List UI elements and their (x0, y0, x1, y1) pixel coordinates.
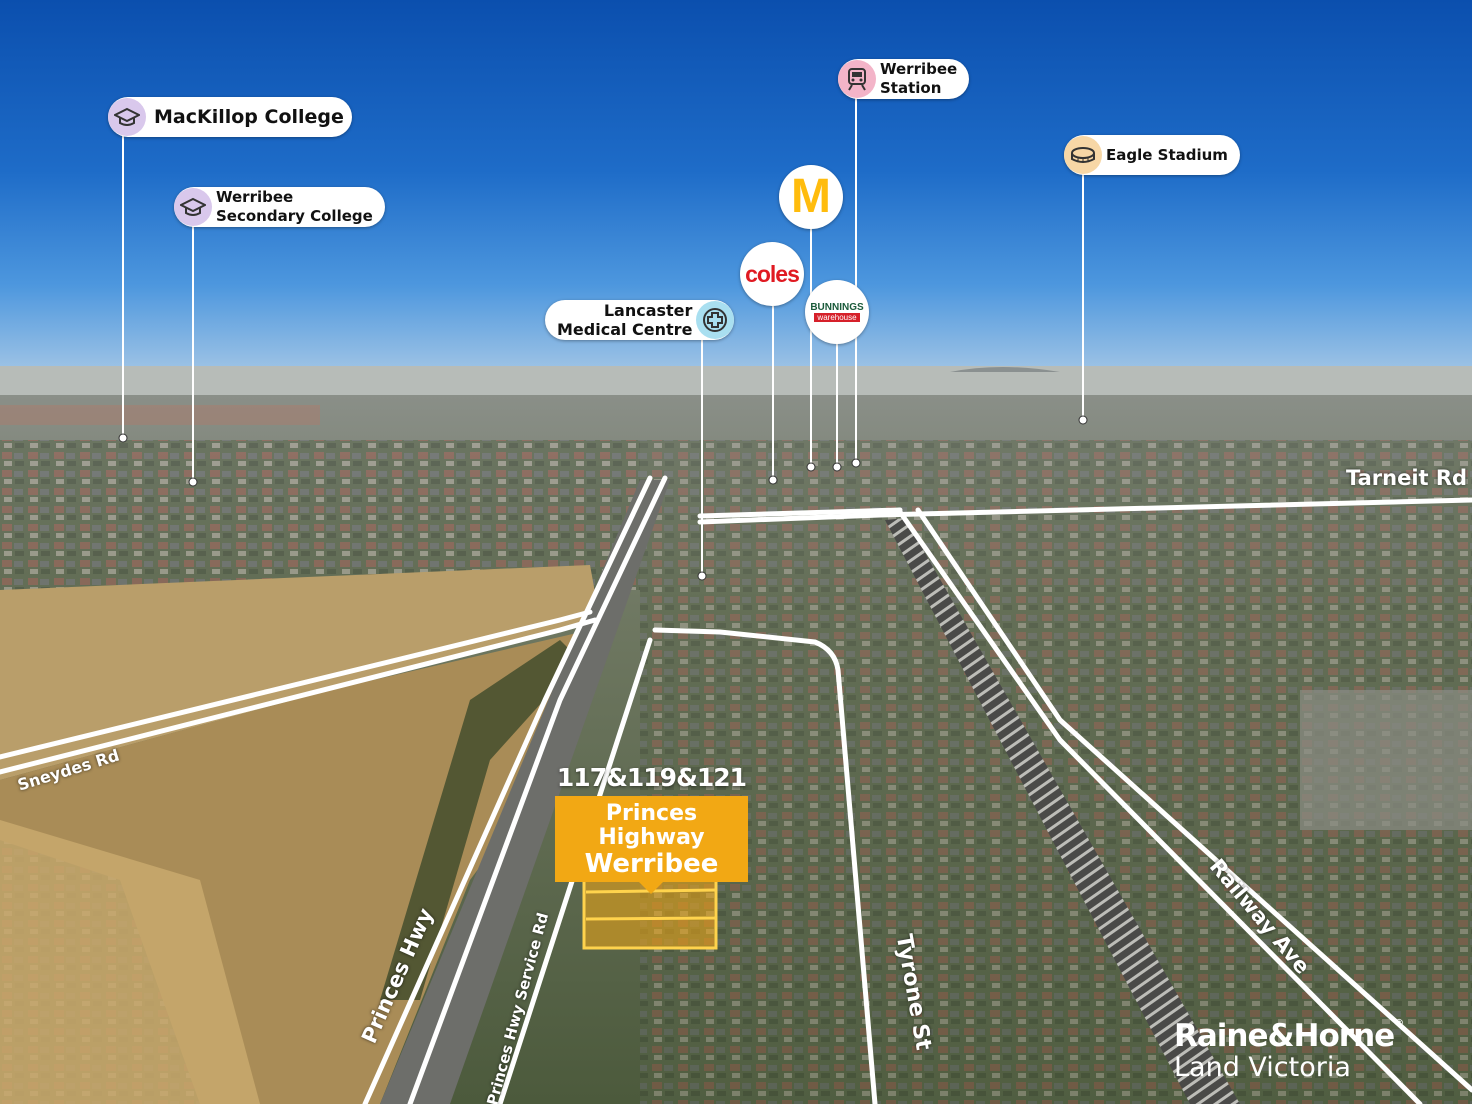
poi-label-line2: Medical Centre (557, 320, 693, 339)
coles-logo[interactable]: coles (740, 242, 804, 306)
poi-label: MacKillop College (154, 105, 344, 128)
mcdonalds-logo[interactable]: M (779, 165, 843, 229)
poi-label: Eagle Stadium (1106, 145, 1228, 164)
property-callout-box: Princes Highway Werribee (555, 796, 748, 894)
poi-eagle-stadium[interactable]: Eagle Stadium (1064, 135, 1240, 175)
pin-lines (122, 98, 1084, 575)
road-outlines (0, 475, 1472, 1104)
property-street: Princes Highway (598, 801, 705, 850)
bunnings-logo[interactable]: BUNNINGS warehouse (805, 280, 869, 344)
property-address: 117&119&121 (556, 763, 747, 792)
graduation-cap-icon (174, 188, 212, 226)
bunnings-logo-sub: warehouse (814, 313, 860, 322)
property-callout[interactable]: 117&119&121 Princes Highway Werribee (555, 763, 748, 894)
property-suburb: Werribee (584, 849, 719, 879)
poi-label-line2: Secondary College (216, 207, 373, 225)
poi-label-line1: Werribee (880, 60, 958, 78)
brand-name: Raine&Horne (1174, 1018, 1395, 1054)
poi-label-line1: Lancaster (603, 301, 693, 320)
poi-mackillop-college[interactable]: MacKillop College (108, 97, 352, 137)
poi-label-line1: Werribee (216, 188, 294, 206)
stadium-icon (1064, 136, 1102, 174)
brand-office: Land Victoria (1174, 1052, 1351, 1083)
road-label-tarneit: Tarneit Rd (1346, 466, 1468, 490)
medical-cross-icon (696, 301, 735, 339)
bunnings-logo-icon: BUNNINGS (810, 302, 864, 313)
agency-brand: Raine&Horne® Land Victoria (1174, 1018, 1404, 1083)
coles-logo-icon: coles (745, 260, 800, 287)
mcdonalds-logo-icon: M (791, 170, 831, 223)
train-icon (838, 60, 876, 98)
graduation-cap-icon (108, 98, 146, 136)
brand-registered-mark: ® (1394, 1018, 1404, 1029)
poi-label-line2: Station (880, 79, 942, 97)
